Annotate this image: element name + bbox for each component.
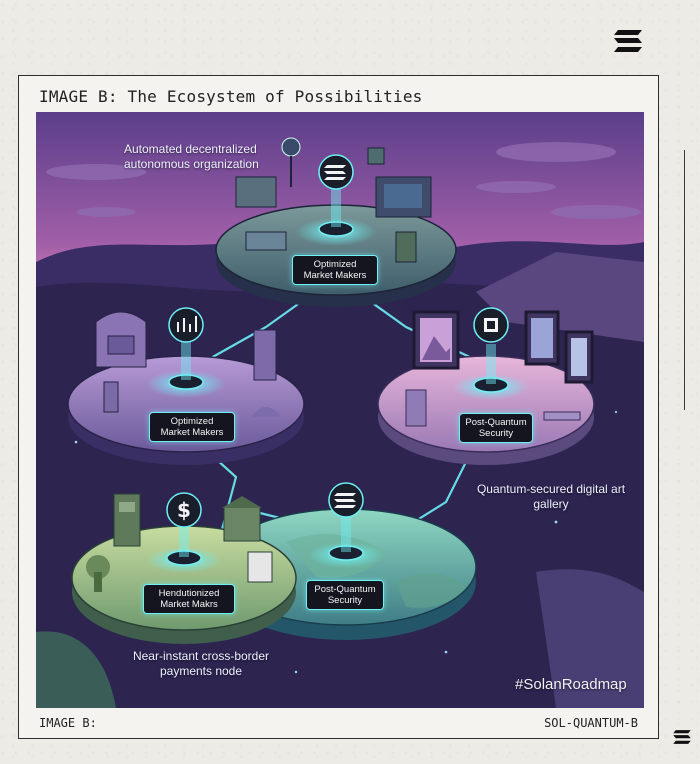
solana-token-icon <box>318 154 354 190</box>
caption-gallery: Quantum-secured digital art gallery <box>476 482 626 511</box>
node-label-line: Post-Quantum <box>314 584 376 595</box>
solana-token-2-icon <box>328 482 364 518</box>
node-label-line: Market Makrs <box>160 599 218 610</box>
hashtag: #SolanRoadmap <box>515 676 627 693</box>
node-label-line: Security <box>478 428 514 439</box>
rock-bottom-right <box>536 569 644 708</box>
dollar-symbol: $ <box>177 498 191 522</box>
mountain-right <box>476 252 644 342</box>
node-label-line: Hendutionized <box>158 588 220 599</box>
platform-left <box>67 311 305 465</box>
node-label-line: Market Makers <box>160 427 224 438</box>
caption-dao: Automated decentralized autonomous organ… <box>124 142 259 171</box>
solana-logo-small-icon <box>673 730 691 744</box>
node-label-line: Market Makers <box>303 270 367 281</box>
art-token-icon <box>473 307 509 343</box>
node-label-right: Post-Quantum Security <box>459 413 533 443</box>
node-label-line: Optimized <box>313 259 357 270</box>
footer-label: IMAGE B: <box>39 716 97 730</box>
clouds <box>46 142 641 219</box>
solana-logo-icon <box>614 30 642 52</box>
analytics-token-icon <box>168 307 204 343</box>
card-title: IMAGE B: The Ecosystem of Possibilities <box>39 87 423 106</box>
dollar-token-icon: $ <box>166 492 202 528</box>
node-label-line: Optimized <box>170 416 214 427</box>
ecosystem-illustration: $ Automated decentralized autonomous org… <box>36 112 644 708</box>
caption-payments: Near-instant cross-border payments node <box>132 649 270 678</box>
decorative-side-line <box>684 150 685 410</box>
node-label-left: Optimized Market Makers <box>149 412 235 442</box>
footer-code: SOL-QUANTUM-B <box>544 716 638 730</box>
node-label-line: Security <box>327 595 363 606</box>
node-label-line: Post-Quantum <box>465 417 527 428</box>
rock-bottom-left <box>36 631 116 708</box>
node-label-bottom-center: Post-Quantum Security <box>306 580 384 610</box>
node-label-bottom-left: Hendutionized Market Makrs <box>143 584 235 614</box>
image-card: IMAGE B: The Ecosystem of Possibilities <box>18 75 659 739</box>
illustration-canvas: $ <box>36 112 644 708</box>
node-label-top: Optimized Market Makers <box>292 255 378 285</box>
